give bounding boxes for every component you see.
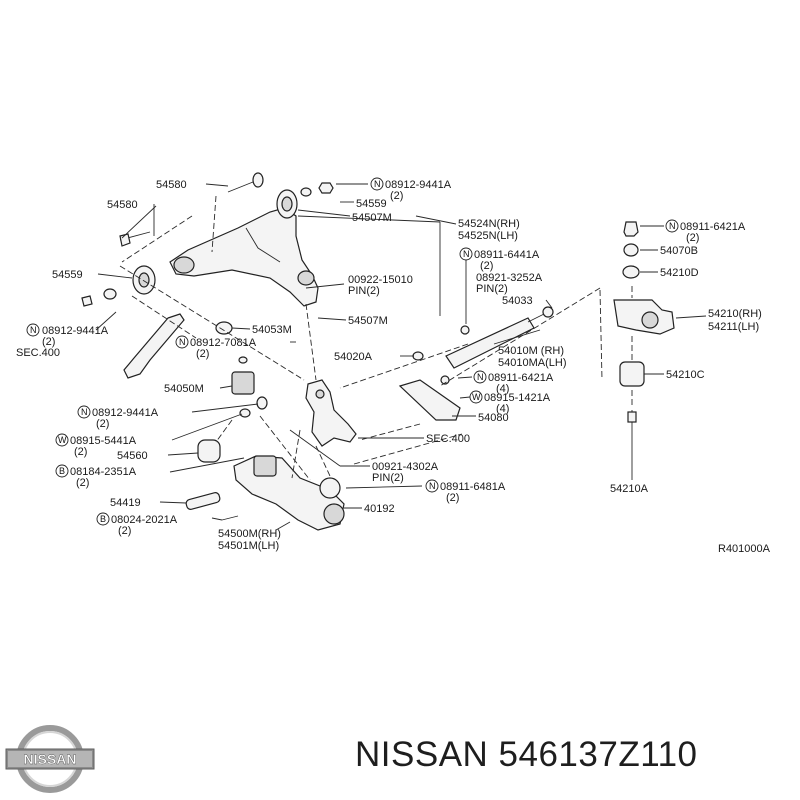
label-08911-6441A: 08911-6441A <box>474 249 540 261</box>
prefix-circle-w: W <box>469 390 483 404</box>
label-54580-b: 54580 <box>107 199 138 211</box>
label-08024-2021A: 08024-2021A <box>111 514 178 526</box>
svg-text:W: W <box>58 435 67 445</box>
label-54080: 54080 <box>478 412 509 424</box>
stabilizer-link <box>123 313 185 379</box>
label-08911-6421A-right: 08911-6421A <box>680 221 746 233</box>
label-08911-6421A-mid-qty: (4) <box>496 383 509 395</box>
label-08184-2351A: 08184-2351A <box>70 466 137 478</box>
prefix-circle-n: N <box>175 335 189 349</box>
label-54524N: 54524N(RH) <box>458 218 520 230</box>
label-54500M: 54500M(RH) <box>218 528 281 540</box>
nissan-logo: NISSAN <box>5 725 95 793</box>
rebound-54050M <box>231 371 255 395</box>
label-08184-2351A-qty: (2) <box>76 477 89 489</box>
label-08911-6481A: 08911-6481A <box>440 481 506 493</box>
upper-control-arm <box>169 207 319 307</box>
prefix-circle-b: B <box>55 464 69 478</box>
label-00922-pin: PIN(2) <box>348 285 380 297</box>
label-sec400-mid: SEC.400 <box>426 433 470 445</box>
label-08912-9441A-top: 08912-9441A <box>385 179 452 191</box>
label-54210A: 54210A <box>610 483 649 495</box>
label-54507M-top: 54507M <box>352 212 392 224</box>
label-54507M-mid: 54507M <box>348 315 388 327</box>
label-00921-4302A: 00921-4302A <box>372 461 439 473</box>
label-08921-3252A: 08921-3252A <box>476 272 543 284</box>
svg-text:B: B <box>59 466 65 476</box>
label-54070B: 54070B <box>660 245 698 257</box>
label-08911-6421A-right-qty: (2) <box>686 232 699 244</box>
prefix-circle-n: N <box>473 370 487 384</box>
prefix-circle-b: B <box>96 512 110 526</box>
label-08921-pin: PIN(2) <box>476 283 508 295</box>
svg-text:W: W <box>472 392 481 402</box>
label-54210D: 54210D <box>660 267 699 279</box>
svg-text:N: N <box>30 325 37 335</box>
tension-rod <box>398 379 461 421</box>
prefix-circle-n: N <box>26 323 40 337</box>
svg-text:N: N <box>463 249 470 259</box>
svg-text:N: N <box>374 179 381 189</box>
label-08911-6481A-qty: (2) <box>446 492 459 504</box>
prefix-circle-n: N <box>425 479 439 493</box>
label-08911-6421A-mid: 08911-6421A <box>488 372 554 384</box>
svg-text:N: N <box>669 221 676 231</box>
label-54501M: 54501M(LH) <box>218 540 279 552</box>
svg-text:N: N <box>429 481 436 491</box>
label-08912-9441A-top-qty: (2) <box>390 190 403 202</box>
svg-text:N: N <box>81 407 88 417</box>
label-00921-pin: PIN(2) <box>372 472 404 484</box>
svg-text:B: B <box>100 514 106 524</box>
label-08912-9441A-low-qty: (2) <box>96 418 109 430</box>
label-54419: 54419 <box>110 497 141 509</box>
label-08912-7081A: 08912-7081A <box>190 337 257 349</box>
label-54580: 54580 <box>156 179 187 191</box>
label-54010MA: 54010MA(LH) <box>498 357 566 369</box>
label-40192: 40192 <box>364 503 395 515</box>
label-08915-1421A-qty: (4) <box>496 403 509 415</box>
label-54020A: 54020A <box>334 351 373 363</box>
diagram-reference: R401000A <box>718 543 771 555</box>
prefix-circle-n: N <box>665 219 679 233</box>
label-08915-5441A-qty: (2) <box>74 446 87 458</box>
label-54010M: 54010M (RH) <box>498 345 564 357</box>
label-54210-rh: 54210(RH) <box>708 308 762 320</box>
label-54033: 54033 <box>502 295 533 307</box>
steering-knuckle <box>305 379 357 447</box>
prefix-circle-n: N <box>459 247 473 261</box>
prefix-circle-w: W <box>55 433 69 447</box>
label-sec400-left: SEC.400 <box>16 347 60 359</box>
label-08912-9441A-left-qty: (2) <box>42 336 55 348</box>
label-00922-15010: 00922-15010 <box>348 274 413 286</box>
label-08915-5441A: 08915-5441A <box>70 435 137 447</box>
prefix-circle-n: N <box>370 177 384 191</box>
label-08912-9441A-left: 08912-9441A <box>42 325 109 337</box>
label-54050M: 54050M <box>164 383 204 395</box>
prefix-circle-n: N <box>77 405 91 419</box>
label-54560: 54560 <box>117 450 148 462</box>
label-08912-7081A-qty: (2) <box>196 348 209 360</box>
label-08024-2021A-qty: (2) <box>118 525 131 537</box>
label-08911-6441A-qty: (2) <box>480 260 493 272</box>
label-08915-1421A: 08915-1421A <box>484 392 551 404</box>
svg-text:NISSAN: NISSAN <box>24 751 77 767</box>
label-08912-9441A-low: 08912-9441A <box>92 407 159 419</box>
ball-joint <box>319 477 341 499</box>
svg-text:N: N <box>477 372 484 382</box>
label-54559-left: 54559 <box>52 269 83 281</box>
label-54559-top: 54559 <box>356 198 387 210</box>
svg-text:N: N <box>179 337 186 347</box>
label-54211-lh: 54211(LH) <box>708 321 759 333</box>
part-number-title: NISSAN 546137Z110 <box>355 735 698 774</box>
label-54210C: 54210C <box>666 369 705 381</box>
label-54525N: 54525N(LH) <box>458 230 518 242</box>
label-54053M: 54053M <box>252 324 292 336</box>
